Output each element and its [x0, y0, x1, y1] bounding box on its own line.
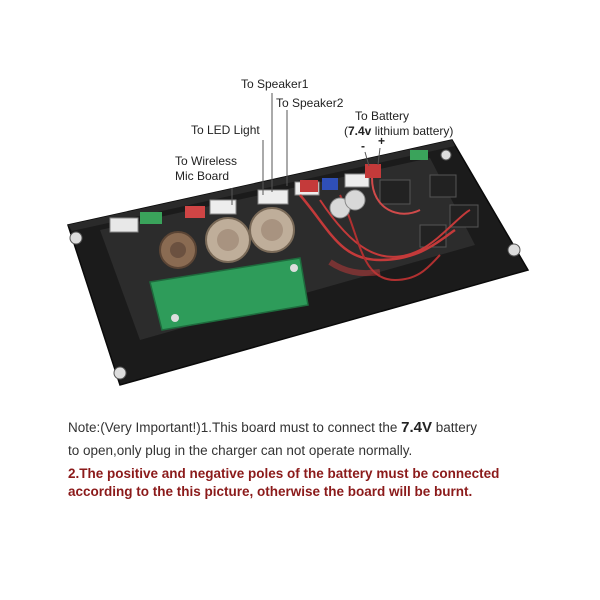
label-to-battery: To Battery — [355, 109, 410, 123]
mount-hole-top-right — [440, 149, 452, 161]
note-line-1: Note:(Very Important!)1.This board must … — [68, 419, 478, 436]
connector-green-right — [410, 150, 428, 160]
label-to-speaker1: To Speaker1 — [241, 77, 309, 91]
red-wire-4 — [371, 177, 421, 215]
red-wire-3 — [339, 194, 441, 282]
label-mic-board: Mic Board — [175, 169, 230, 183]
mount-hole-bottom-left — [113, 366, 127, 380]
connector-white-5 — [344, 173, 370, 188]
switch-1 — [379, 179, 411, 205]
capacitor-2 — [344, 189, 366, 211]
label-battery-plus: + — [378, 134, 386, 148]
label-to-speaker2: To Speaker2 — [276, 96, 344, 110]
connector-white-2 — [209, 199, 237, 215]
battery-connector — [365, 164, 381, 178]
red-wire-1 — [299, 194, 456, 262]
connector-green — [140, 212, 162, 224]
warning-line-2: according to the this picture, otherwise… — [68, 484, 473, 499]
mount-hole-right — [507, 243, 521, 257]
battery-voltage: 7.4v — [348, 124, 372, 138]
mount-hole-left — [69, 231, 83, 245]
leader-battery-plus — [377, 147, 381, 166]
leader-battery-minus — [364, 151, 370, 167]
connector-white-1 — [109, 217, 139, 233]
connector-red-2 — [300, 180, 318, 192]
note-line-2: to open,only plug in the charger can not… — [68, 443, 413, 458]
note-voltage: 7.4V — [401, 419, 433, 436]
wireless-mic-pcb — [149, 257, 309, 331]
connector-blue — [322, 178, 338, 190]
label-to-led-light: To LED Light — [191, 123, 260, 137]
connector-red-small — [185, 206, 205, 218]
switch-2 — [429, 174, 457, 198]
warning-line-1: 2.The positive and negative poles of the… — [68, 466, 500, 481]
red-wire-2 — [319, 199, 471, 258]
label-to-wireless: To Wireless — [175, 154, 238, 168]
connector-white-3 — [257, 189, 289, 205]
label-battery-minus: - — [361, 139, 365, 153]
label-battery-spec: (7.4v lithium battery) — [344, 124, 454, 138]
